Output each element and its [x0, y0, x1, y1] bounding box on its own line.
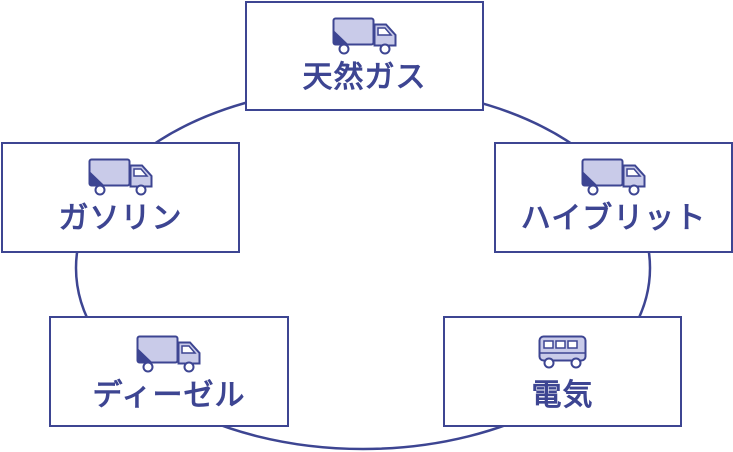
node-label: 電気 [531, 378, 594, 413]
truck-icon [88, 158, 152, 196]
node-diesel: ディーゼル [49, 316, 289, 427]
node-label: 天然ガス [302, 60, 427, 95]
node-natural-gas: 天然ガス [245, 1, 484, 111]
bus-icon [538, 335, 586, 369]
truck-icon [332, 17, 396, 55]
node-label: ガソリン [58, 201, 183, 236]
node-hybrid: ハイブリット [494, 142, 733, 253]
node-label: ディーゼル [92, 378, 246, 413]
truck-icon [136, 335, 201, 373]
node-label: ハイブリット [520, 201, 707, 236]
node-electric: 電気 [443, 316, 682, 427]
truck-icon [581, 158, 645, 196]
node-gasoline: ガソリン [1, 142, 240, 253]
